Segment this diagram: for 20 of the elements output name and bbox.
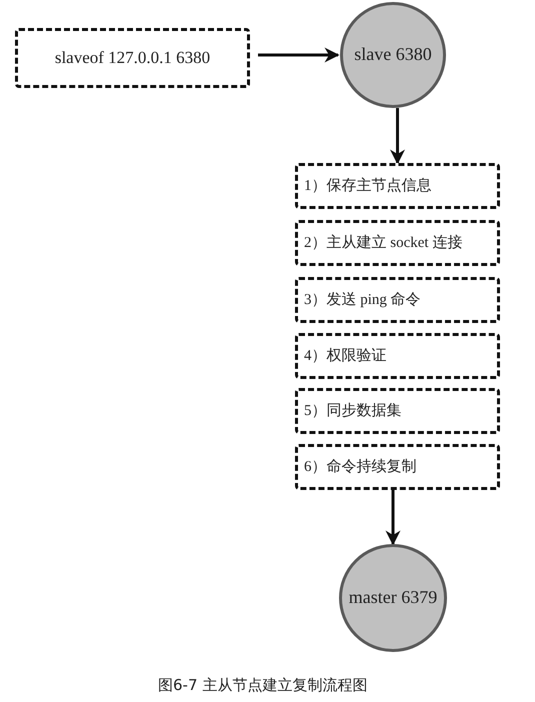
step-box [295, 388, 500, 434]
node-text: 3）发送 ping 命令 [304, 291, 421, 309]
step-box [15, 28, 250, 88]
node-text: 2）主从建立 socket 连接 [304, 234, 462, 252]
node-text: slaveof 127.0.0.1 6380 [54, 48, 210, 68]
node-text: 5）同步数据集 [304, 402, 402, 420]
caption: 图6-7 主从节点建立复制流程图 [158, 676, 368, 695]
step-box [295, 220, 500, 266]
node-text: master 6379 [348, 587, 438, 609]
node-text: 1）保存主节点信息 [304, 177, 432, 195]
step-box [295, 163, 500, 209]
arrow [390, 108, 405, 164]
step-box [295, 333, 500, 379]
arrow [386, 490, 400, 546]
step-box [295, 277, 500, 323]
node-text: slave 6380 [354, 44, 432, 66]
step-box [295, 444, 500, 490]
node-text: 4）权限验证 [304, 347, 386, 365]
arrow [258, 48, 340, 62]
node-text: 6）命令持续复制 [304, 458, 416, 476]
